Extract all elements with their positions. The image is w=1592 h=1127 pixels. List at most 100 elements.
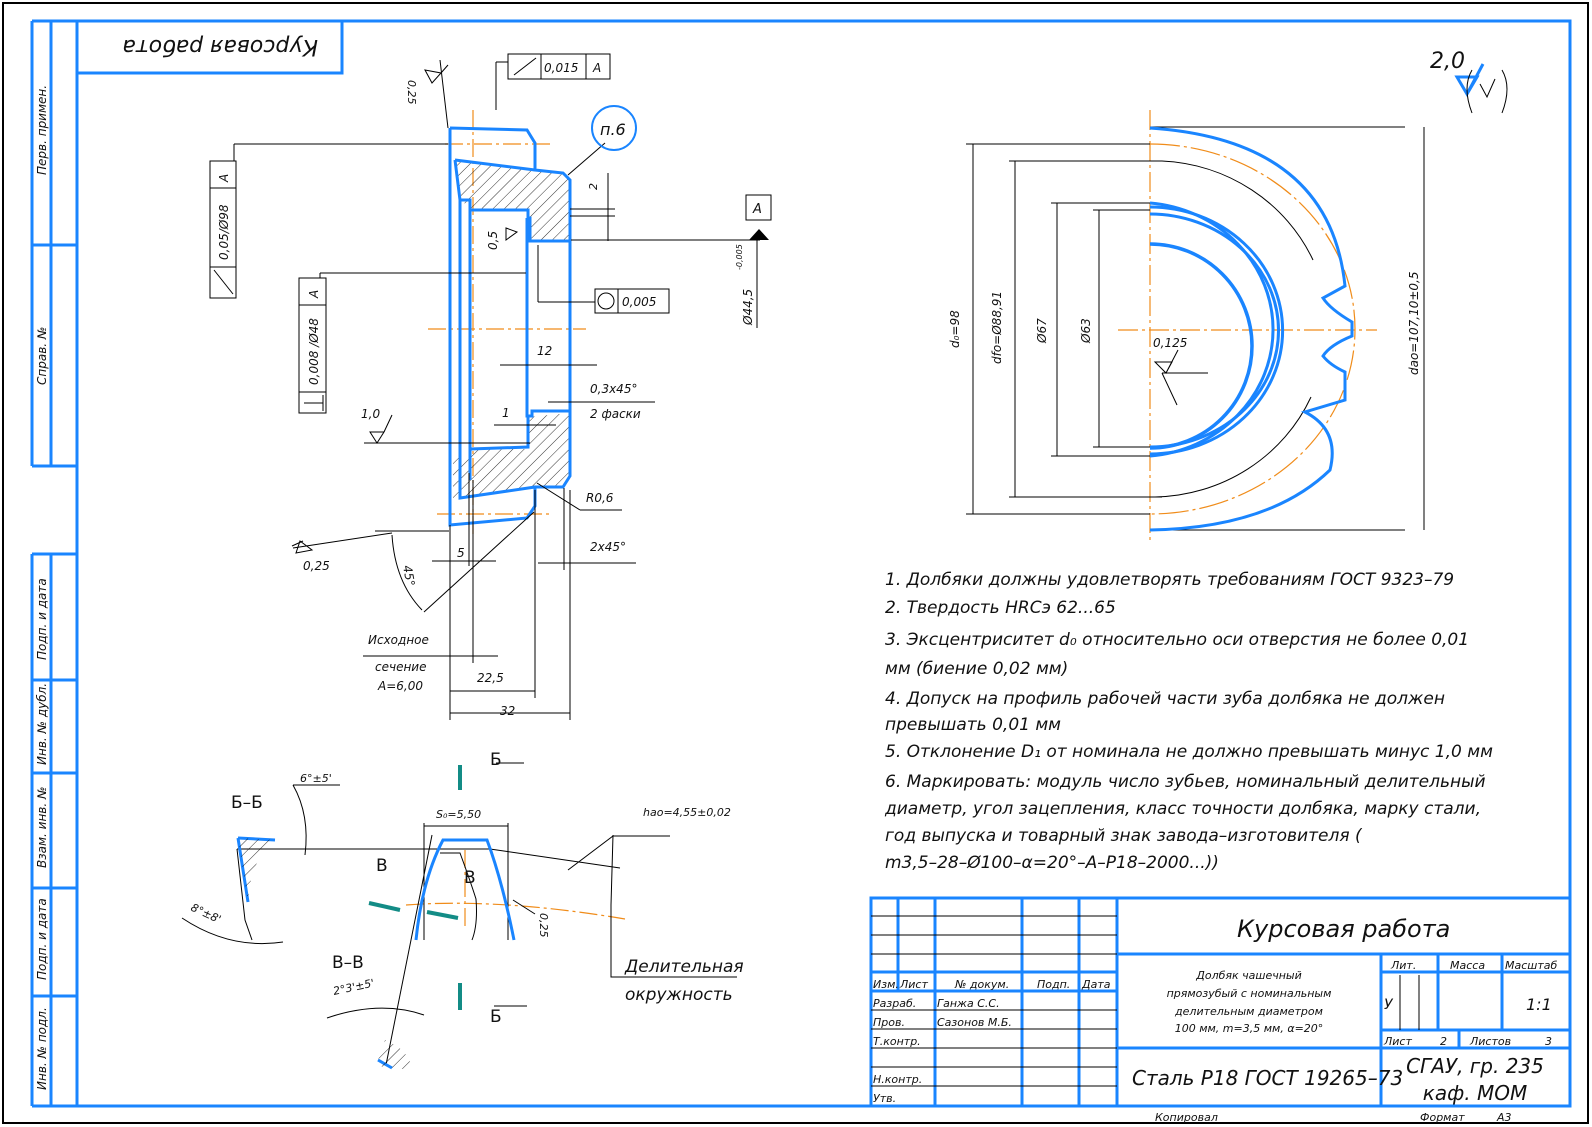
hatch-bb <box>238 838 275 902</box>
format-value: A3 <box>1496 1111 1512 1124</box>
perpendicularity-icon <box>304 395 324 411</box>
runout-arrow-icon <box>513 57 537 76</box>
name-developer: Ганжа С.С. <box>937 997 1000 1010</box>
title-block-org-1: СГАУ, гр. 235 <box>1406 1054 1544 1078</box>
datum-label: A <box>752 202 762 217</box>
header-date: Дата <box>1081 978 1111 991</box>
side-label-perv-primen: Перв. примен. <box>35 85 49 175</box>
mass-label: Масса <box>1450 959 1485 972</box>
initial-section-line1: Исходное <box>368 633 429 647</box>
tolerance-frame-perpendicularity: 0,008 /Ø48 A <box>298 277 327 414</box>
tolerance-value: 0,008 /Ø48 <box>307 318 321 385</box>
tolerance-frame-runout-top: 0,015 A <box>507 53 611 80</box>
note-line: 6. Маркировать: модуль число зубьев, ном… <box>885 772 1486 792</box>
role-prov: Пров. <box>873 1016 905 1029</box>
note-line: диаметр, угол зацепления, класс точности… <box>884 799 1481 819</box>
roughness-0-25-bottom: 0,25 <box>303 559 330 573</box>
roughness-0-25-top: 0,25 <box>405 80 418 105</box>
title-block-material: Сталь Р18 ГОСТ 19265–73 <box>1132 1066 1403 1090</box>
section-bb-label: Б–Б <box>231 793 263 813</box>
tooth-thickness: S₀=5,50 <box>436 808 481 821</box>
note-line: 5. Отклонение D₁ от номинала не должно п… <box>885 742 1493 762</box>
pitch-circle-label-1: Делительная <box>624 957 744 977</box>
section-v-label-2: В <box>464 868 476 888</box>
dim-dfo: dfo=Ø88,91 <box>990 291 1004 364</box>
dim-2: 2 <box>587 183 600 190</box>
section-marks <box>368 765 462 1010</box>
note-ref-label: п.6 <box>600 120 626 139</box>
angle-side: 8°±8' <box>189 901 223 926</box>
title-block-desc: 100 мм, m=3,5 мм, α=20° <box>1175 1022 1324 1035</box>
side-label-sprav-no: Справ. № <box>35 327 49 385</box>
dim-d63: Ø63 <box>1079 318 1093 344</box>
note-line: год выпуска и товарный знак завода–изгот… <box>885 826 1363 846</box>
section-contour <box>448 126 572 527</box>
note-line: 4. Допуск на профиль рабочей части зуба … <box>885 689 1445 709</box>
role-nkontr: Н.контр. <box>873 1073 922 1086</box>
dim-dao: dao=107,10±0,5 <box>1407 272 1421 376</box>
section-v-label-1: В <box>376 856 388 876</box>
sheet-value: 2 <box>1440 1035 1447 1048</box>
side-label-podp-data-1: Подп. и дата <box>35 578 49 660</box>
section-b-label-bottom: Б <box>490 1007 502 1027</box>
side-strip-labels: Перв. примен. Справ. № Подп. и дата Инв.… <box>35 85 49 1090</box>
note-line: мм (биение 0,02 мм) <box>885 659 1068 679</box>
initial-section-line2: сечение <box>375 660 426 674</box>
side-label-podp-data-2: Подп. и дата <box>35 898 49 980</box>
lit-label: Лит. <box>1390 959 1416 972</box>
title-block-grid <box>869 896 1572 1108</box>
header-doc: № докум. <box>954 978 1009 991</box>
roughness-symbols <box>295 64 1179 554</box>
note-line: 2. Твердость HRCэ 62...65 <box>885 598 1116 618</box>
check-mark-icon <box>1466 69 1508 114</box>
angle-top: 6°±5' <box>300 772 332 785</box>
tolerance-frame-runout-left: 0,05/Ø98 A <box>209 160 237 299</box>
tolerance-datum: A <box>307 290 321 299</box>
hatch-vv <box>376 1040 412 1070</box>
corner-title: Курсовая работа <box>122 34 318 59</box>
header-list: Лист <box>899 978 928 991</box>
dim-chamfer-note: 2 фаски <box>590 407 641 421</box>
runout-arrow-icon <box>213 269 234 295</box>
side-label-inv-dubl: Инв. № дубл. <box>35 683 49 765</box>
dim-radius: R0,6 <box>586 491 614 505</box>
scale-label: Масштаб <box>1505 959 1557 972</box>
section-view: A п.6 0,015 A 0,05/Ø98 A 0,008 <box>209 53 1179 720</box>
datum-box <box>745 194 772 221</box>
copied-label: Копировал <box>1155 1111 1218 1124</box>
dim-12: 12 <box>537 344 552 358</box>
role-razrab: Разраб. <box>873 997 916 1010</box>
tolerance-value: 0,05/Ø98 <box>217 204 231 260</box>
section-vv-label: В–В <box>332 953 364 973</box>
tooth-roughness: 0,25 <box>537 913 550 938</box>
general-roughness-value: 2,0 <box>1430 49 1465 74</box>
note-ref-circle <box>591 105 637 151</box>
front-contours <box>1149 126 1354 532</box>
tooth-detail: Б–Б В–В Б Б В В 6°±5' 8°±8' 2°3'±5' S₀=5… <box>181 750 744 1070</box>
title-block-thin <box>871 915 1420 1087</box>
note-line: m3,5–28–Ø100–α=20°–A–P18–2000...)) <box>885 853 1219 873</box>
inner-frame <box>30 19 1572 1108</box>
note-line: 1. Долбяки должны удовлетворять требован… <box>885 570 1454 590</box>
front-dims <box>966 126 1425 531</box>
section-b-label-top: Б <box>490 750 502 770</box>
initial-section-line3: A=6,00 <box>377 679 423 693</box>
tolerance-value: 0,005 <box>622 295 656 309</box>
pitch-circle-line <box>405 850 626 930</box>
tolerance-datum: A <box>217 174 231 183</box>
roughness-triangle-icon <box>1454 63 1485 97</box>
dim-chamfer-0-3: 0,3x45° <box>590 382 637 396</box>
format-label: Формат <box>1420 1111 1465 1124</box>
title-block-desc: прямозубый с номинальным <box>1167 987 1332 1000</box>
title-block-org-2: каф. МОМ <box>1423 1081 1527 1105</box>
name-checker: Сазонов М.Б. <box>937 1016 1012 1029</box>
header-sign: Подп. <box>1037 978 1070 991</box>
sheets-value: 3 <box>1545 1035 1552 1048</box>
title-block-title: Курсовая работа <box>1237 915 1450 943</box>
hatch-lower <box>453 413 570 498</box>
angle-vv: 2°3'±5' <box>332 977 376 998</box>
front-roughness: 0,125 <box>1153 336 1187 350</box>
dim-angle-45: 45° <box>400 564 417 587</box>
front-axes <box>1118 110 1377 540</box>
